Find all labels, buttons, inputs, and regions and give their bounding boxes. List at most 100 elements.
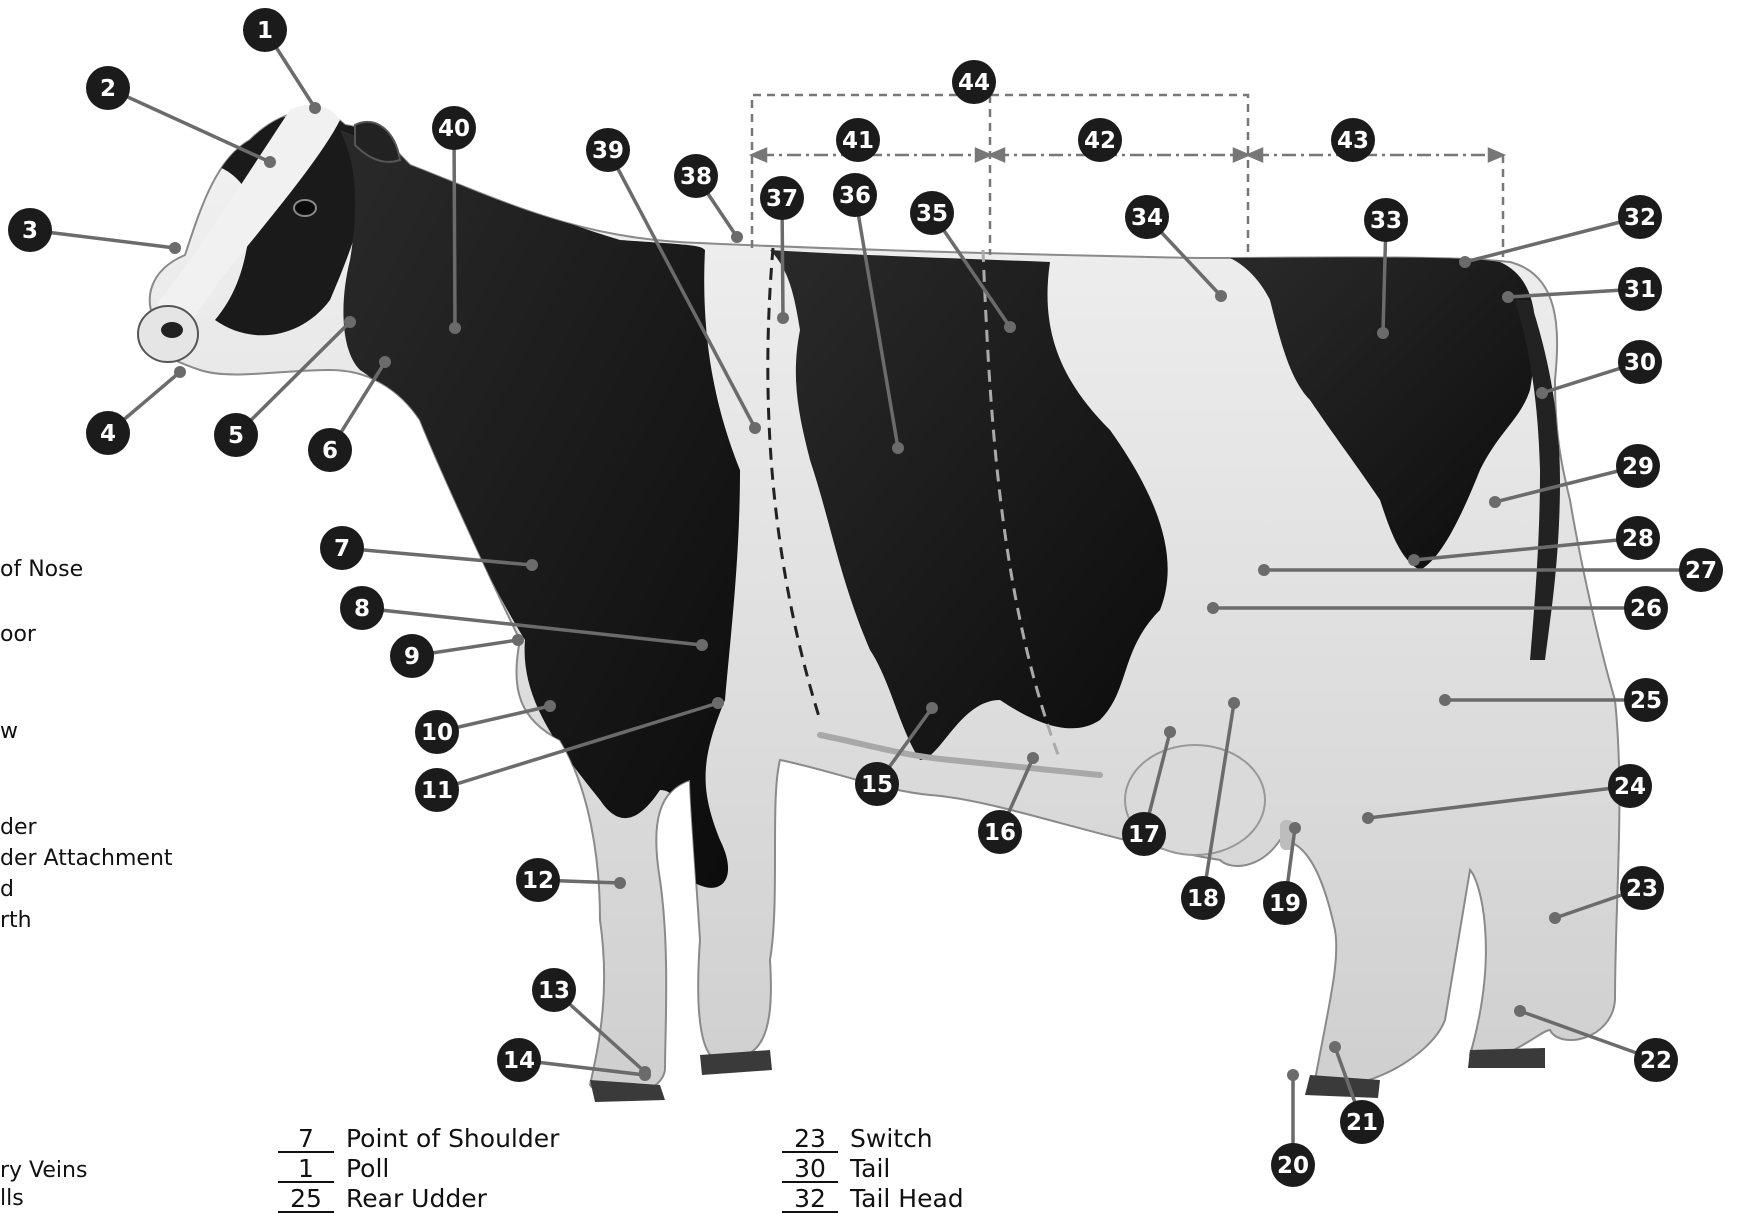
legend-number: 1 [278, 1157, 334, 1183]
callout-number: 17 [1128, 822, 1160, 848]
side-label: w [0, 719, 18, 744]
callout-number: 27 [1685, 558, 1717, 584]
legend-number: 30 [782, 1157, 838, 1183]
legend-number: 25 [278, 1187, 334, 1213]
callout-number: 42 [1084, 128, 1116, 154]
callout-number: 20 [1277, 1153, 1309, 1179]
legend-name: Switch [850, 1124, 933, 1153]
callout-number: 19 [1269, 891, 1301, 917]
leader-dot [749, 422, 761, 434]
legend-name: Point of Shoulder [346, 1124, 559, 1153]
side-label: der Attachment [0, 846, 173, 871]
leader-dot [1004, 321, 1016, 333]
leader-dot [1459, 256, 1471, 268]
side-label: ry Veins [0, 1158, 87, 1183]
callout-number: 6 [322, 438, 338, 464]
callout-number: 22 [1640, 1048, 1672, 1074]
leader-dot [1027, 752, 1039, 764]
leader-line [1465, 217, 1640, 262]
callout-number: 39 [592, 138, 624, 164]
callout-1: 1 [243, 8, 321, 114]
legend-entry: 7 Point of Shoulder [278, 1124, 559, 1154]
callout-number: 1 [257, 18, 273, 44]
callout-number: 9 [404, 644, 420, 670]
callout-number: 34 [1131, 205, 1163, 231]
callout-4: 4 [86, 366, 186, 455]
legend-number: 7 [278, 1127, 334, 1153]
leader-dot [449, 322, 461, 334]
callout-41: 41 [836, 118, 880, 162]
leader-dot [1549, 912, 1561, 924]
callout-number: 31 [1624, 277, 1656, 303]
leader-line [108, 88, 270, 162]
leader-dot [344, 316, 356, 328]
legend-number: 32 [782, 1187, 838, 1213]
leader-dot [1215, 290, 1227, 302]
leader-dot [1287, 1069, 1299, 1081]
legend-entry: 30 Tail [782, 1154, 890, 1184]
leader-dot [309, 102, 321, 114]
leader-dot [1377, 327, 1389, 339]
callout-number: 3 [22, 218, 38, 244]
leader-dot [1489, 496, 1501, 508]
callout-number: 14 [503, 1048, 535, 1074]
callout-43: 43 [1331, 118, 1375, 162]
callout-number: 13 [538, 978, 570, 1004]
leader-dot [264, 156, 276, 168]
callout-number: 24 [1614, 774, 1646, 800]
leader-dot [1207, 602, 1219, 614]
callout-6: 6 [308, 356, 391, 472]
callout-number: 30 [1624, 350, 1656, 376]
side-label: der [0, 815, 37, 840]
leader-dot [379, 356, 391, 368]
callout-number: 2 [100, 76, 116, 102]
callout-number: 29 [1622, 454, 1654, 480]
callout-number: 16 [984, 820, 1016, 846]
callout-38: 38 [674, 154, 743, 243]
leader-dot [731, 231, 743, 243]
callout-number: 40 [438, 116, 470, 142]
side-label: rth [0, 908, 32, 933]
leader-dot [544, 700, 556, 712]
leader-dot [1439, 694, 1451, 706]
callout-number: 4 [100, 421, 116, 447]
callout-10: 10 [415, 700, 556, 754]
callout-number: 28 [1622, 526, 1654, 552]
callout-number: 11 [421, 778, 453, 804]
leader-dot [1502, 291, 1514, 303]
callout-2: 2 [86, 66, 276, 168]
callout-number: 35 [916, 201, 948, 227]
callout-number: 12 [522, 868, 554, 894]
side-label: d [0, 877, 14, 902]
callout-number: 32 [1624, 205, 1656, 231]
callout-number: 25 [1630, 688, 1662, 714]
side-label: of Nose [0, 557, 83, 582]
callout-number: 10 [421, 720, 453, 746]
legend-name: Poll [346, 1154, 389, 1183]
callout-number: 21 [1346, 1110, 1378, 1136]
legend-entry: 23Switch [782, 1124, 933, 1154]
leader-dot [526, 559, 538, 571]
leader-dot [639, 1069, 651, 1081]
leader-dot [1164, 726, 1176, 738]
leader-dot [614, 877, 626, 889]
nostril [161, 322, 183, 338]
leader-dot [712, 697, 724, 709]
eye [294, 200, 316, 216]
callout-32: 32 [1459, 195, 1662, 268]
callout-number: 8 [354, 596, 370, 622]
callout-number: 38 [680, 164, 712, 190]
callout-3: 3 [8, 208, 181, 254]
callout-42: 42 [1078, 118, 1122, 162]
callout-number: 33 [1370, 208, 1402, 234]
leader-dot [1258, 564, 1270, 576]
leader-dot [1536, 387, 1548, 399]
leader-dot [777, 312, 789, 324]
legend-name: Tail [850, 1154, 890, 1183]
callout-number: 23 [1626, 876, 1658, 902]
callout-9: 9 [390, 634, 524, 678]
leader-line [454, 128, 455, 328]
leader-dot [1514, 1005, 1526, 1017]
leader-dot [696, 639, 708, 651]
